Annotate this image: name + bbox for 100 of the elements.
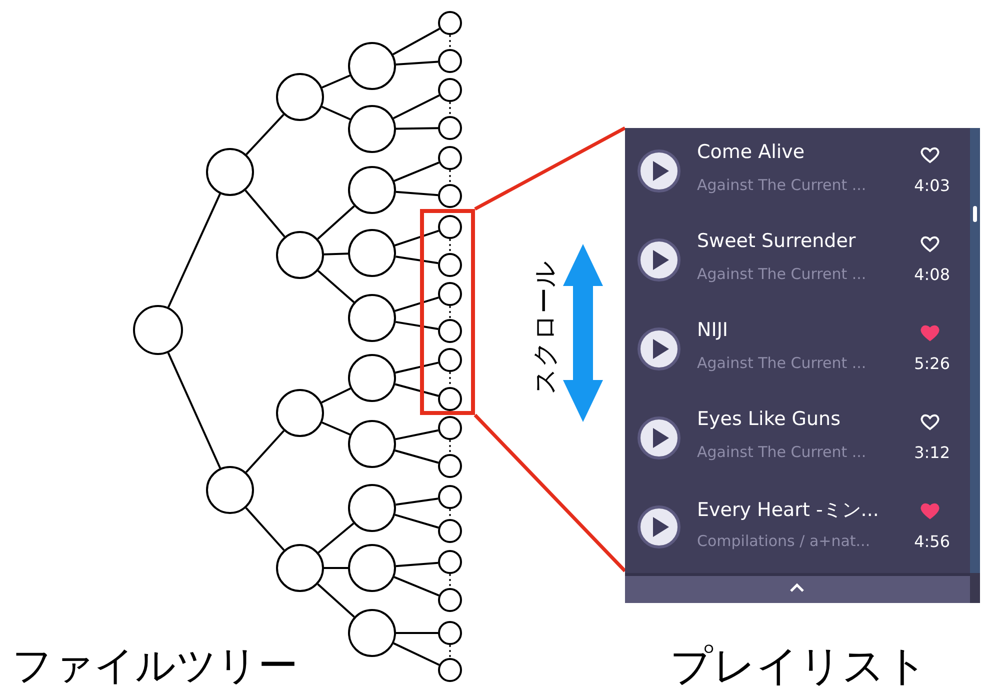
panel-heading: プレイリスト xyxy=(670,640,928,692)
dotted-line xyxy=(449,574,451,588)
tree-node-circle xyxy=(438,658,462,682)
connector-line xyxy=(396,562,438,568)
zoom-guide-line xyxy=(474,414,626,572)
connector-line xyxy=(317,583,355,618)
track-title: NIJI xyxy=(697,319,728,341)
tree-node-circle xyxy=(206,148,254,196)
tree-node-circle xyxy=(348,609,396,657)
track-artist: Against The Current ... xyxy=(697,265,866,283)
tree-node-circle xyxy=(276,73,324,121)
tree-node-circle xyxy=(348,105,396,153)
connector-line xyxy=(167,193,221,308)
tree-node-circle xyxy=(348,42,396,90)
connector-line xyxy=(395,429,438,440)
connector-line xyxy=(394,230,439,246)
tree-node-circle xyxy=(438,49,462,73)
track-duration: 4:56 xyxy=(914,532,950,551)
track-title: Eyes Like Guns xyxy=(697,408,841,430)
tree-node-circle xyxy=(438,184,462,208)
connector-line xyxy=(394,383,439,397)
track-row xyxy=(625,128,970,220)
tree-node-circle xyxy=(348,544,396,592)
connector-line xyxy=(394,514,439,529)
tree-node-circle xyxy=(438,519,462,543)
dotted-line xyxy=(449,102,451,116)
track-duration: 4:08 xyxy=(914,265,950,284)
dotted-line xyxy=(449,509,451,519)
connector-line xyxy=(394,162,440,182)
track-duration: 4:03 xyxy=(914,176,950,195)
tree-node-circle xyxy=(438,116,462,140)
connector-line xyxy=(393,642,440,666)
connector-line xyxy=(167,352,222,469)
track-row xyxy=(625,484,970,576)
track-artist: Against The Current ... xyxy=(697,443,866,461)
connector-line xyxy=(395,362,439,374)
tree-node-circle xyxy=(438,588,462,612)
dotted-line xyxy=(449,440,451,454)
dotted-line xyxy=(449,306,451,319)
tree-node-circle xyxy=(438,146,462,170)
connector-line xyxy=(394,296,439,312)
tree-node-circle xyxy=(348,294,396,342)
tree-node-circle xyxy=(438,282,462,306)
connector-line xyxy=(394,450,439,464)
connector-line xyxy=(396,498,438,506)
track-artist: Against The Current ... xyxy=(697,176,866,194)
tree-node-circle xyxy=(438,454,462,478)
tree-node-circle xyxy=(348,354,396,402)
connector-line xyxy=(396,60,438,66)
tree-node-circle xyxy=(438,416,462,440)
tree-node-circle xyxy=(348,166,396,214)
tree-node-circle xyxy=(438,11,462,35)
connector-line xyxy=(322,106,350,120)
connector-line xyxy=(396,190,438,196)
dotted-line xyxy=(449,372,451,387)
track-title: Come Alive xyxy=(697,141,805,163)
connector-line xyxy=(317,205,355,240)
tree-node-circle xyxy=(438,319,462,343)
tree-node-circle xyxy=(438,485,462,509)
tree-node-circle xyxy=(348,420,396,468)
tree-node-circle xyxy=(276,389,324,437)
connector-line xyxy=(396,256,438,264)
tree-node-circle xyxy=(276,544,324,592)
connector-line xyxy=(245,430,285,473)
connector-line xyxy=(322,422,350,436)
track-title: Every Heart -ミン... xyxy=(697,498,879,523)
track-duration: 3:12 xyxy=(914,443,950,462)
tree-node-circle xyxy=(438,253,462,277)
track-artist: Compilations / a+nat... xyxy=(697,532,870,550)
dotted-line xyxy=(449,239,451,253)
zoom-guide-line xyxy=(474,126,626,211)
tree-node-circle xyxy=(438,387,462,411)
tree-node-circle xyxy=(438,78,462,102)
tree-node-circle xyxy=(206,466,254,514)
dotted-line xyxy=(449,35,451,49)
track-title: Sweet Surrender xyxy=(697,230,856,252)
tree-node-circle xyxy=(438,550,462,574)
tree-node-circle xyxy=(348,484,396,532)
tree-caption: ファイルツリー xyxy=(12,642,298,691)
dotted-line xyxy=(449,170,451,184)
tree-node-circle xyxy=(438,215,462,239)
connector-line xyxy=(321,388,351,404)
connector-line xyxy=(392,28,440,56)
connector-line xyxy=(318,522,354,554)
connector-line xyxy=(396,127,438,130)
connector-line xyxy=(324,252,348,256)
tree-node-circle xyxy=(276,231,324,279)
tree-node-circle xyxy=(133,305,183,355)
connector-line xyxy=(317,270,355,303)
zoom-frame xyxy=(420,209,475,415)
connector-line xyxy=(396,320,438,330)
tree-node-circle xyxy=(438,621,462,645)
connector-line xyxy=(394,576,440,596)
connector-line xyxy=(396,632,438,634)
connector-line xyxy=(393,94,440,120)
tree-node-circle xyxy=(348,229,396,277)
track-artist: Against The Current ... xyxy=(697,354,866,372)
connector-line xyxy=(245,507,285,551)
connector-line xyxy=(324,567,348,569)
track-duration: 5:26 xyxy=(914,354,950,373)
